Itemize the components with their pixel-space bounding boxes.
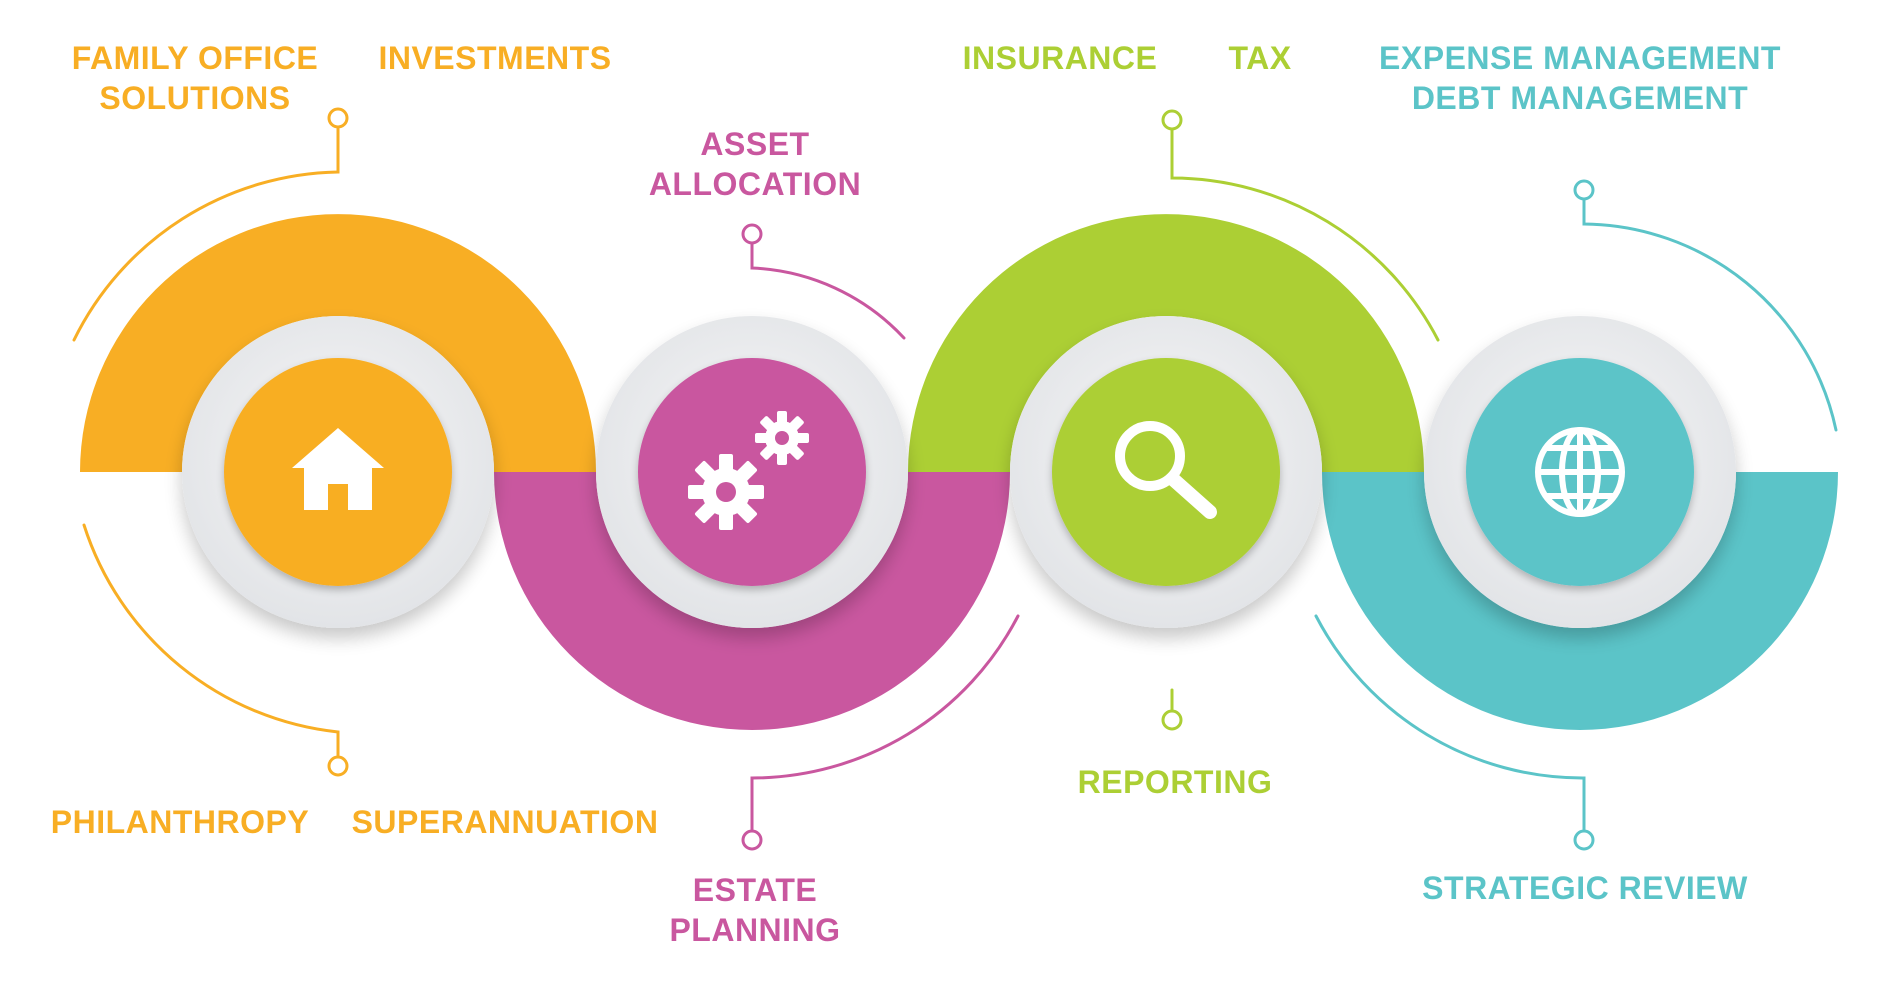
label-insurance: INSURANCE bbox=[962, 40, 1158, 76]
magnifier-icon bbox=[1115, 421, 1217, 519]
teal-bottom-dot bbox=[1573, 829, 1595, 851]
green-band bbox=[908, 214, 1424, 473]
green-bottom-dot bbox=[1161, 709, 1183, 731]
label-estate: ESTATE bbox=[692, 872, 818, 908]
orange-top-dot bbox=[327, 107, 349, 129]
orange-band bbox=[80, 214, 596, 472]
label-reporting: REPORTING bbox=[1077, 764, 1273, 800]
label-planning: PLANNING bbox=[669, 912, 841, 948]
magenta-band bbox=[494, 472, 1010, 730]
label-superannuation: SUPERANNUATION bbox=[351, 804, 659, 840]
orange-top-connector bbox=[72, 120, 340, 342]
globe-icon bbox=[1535, 427, 1625, 517]
orange-bottom-dot bbox=[327, 755, 349, 777]
magenta-bottom-dot bbox=[741, 829, 763, 851]
label-allocation: ALLOCATION bbox=[648, 166, 862, 202]
label-asset: ASSET bbox=[700, 126, 810, 162]
label-expense-management: EXPENSE MANAGEMENT bbox=[1379, 40, 1781, 76]
magenta-bottom-connector bbox=[750, 614, 1020, 838]
green-node bbox=[1010, 316, 1322, 628]
magenta-top-dot bbox=[741, 223, 763, 245]
label-philanthropy: PHILANTHROPY bbox=[50, 804, 310, 840]
label-family-office-line2: SOLUTIONS bbox=[99, 80, 291, 116]
teal-top-connector bbox=[1582, 192, 1838, 432]
orange-bottom-connector bbox=[82, 523, 340, 764]
teal-top-dot bbox=[1573, 179, 1595, 201]
label-tax: TAX bbox=[1228, 40, 1292, 76]
green-top-connector bbox=[1170, 122, 1440, 342]
label-investments: INVESTMENTS bbox=[378, 40, 612, 76]
label-strategic-review: STRATEGIC REVIEW bbox=[1422, 870, 1748, 906]
label-debt-management: DEBT MANAGEMENT bbox=[1411, 80, 1749, 116]
teal-bottom-connector bbox=[1314, 614, 1586, 838]
house-icon bbox=[292, 428, 384, 510]
teal-band bbox=[1322, 472, 1838, 730]
green-top-dot bbox=[1161, 109, 1183, 131]
magenta-top-connector bbox=[750, 236, 906, 340]
label-family-office-line1: FAMILY OFFICE bbox=[71, 40, 319, 76]
gears-icon bbox=[688, 411, 809, 530]
